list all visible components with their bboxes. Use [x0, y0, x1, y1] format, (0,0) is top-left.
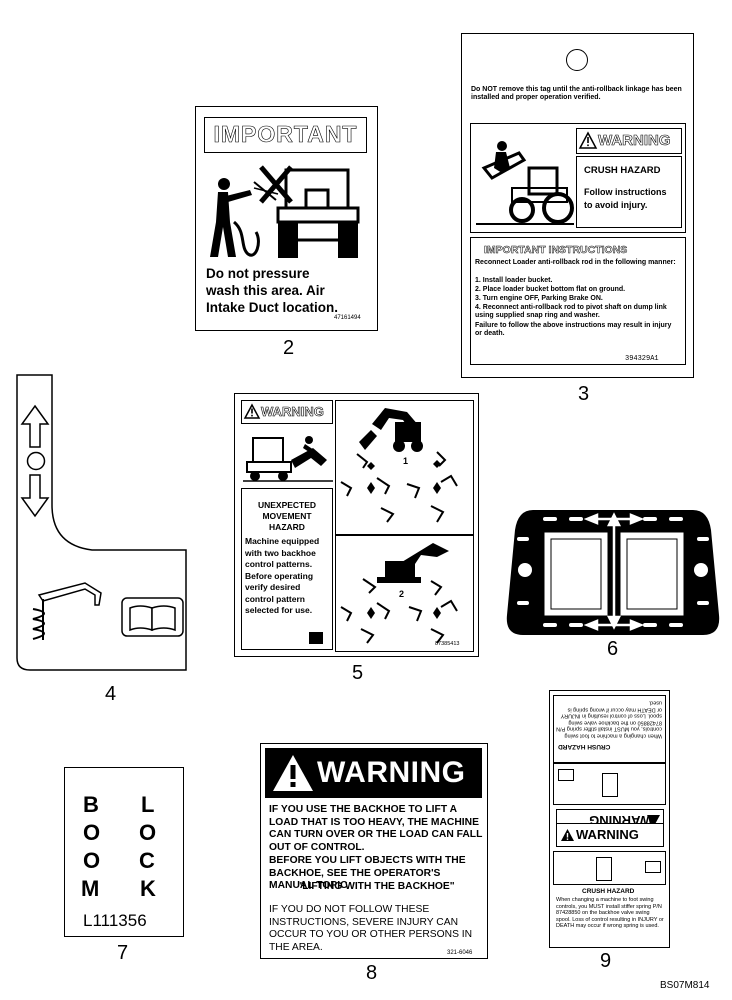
warning-triangle-icon	[578, 131, 598, 149]
callout-8: 8	[366, 962, 378, 984]
decal-5-hazard-title: UNEXPECTED MOVEMENT HAZARD	[257, 500, 317, 532]
decal-8-p3: "LIFTING WITH THE BACKHOE"	[297, 881, 455, 892]
decal-3-follow: Follow instructions to avoid injury.	[584, 187, 667, 210]
callout-7: 7	[117, 942, 129, 964]
decal-2-part-no: 47161494	[334, 315, 361, 321]
decal-8-part-no: 321-6046	[447, 950, 473, 956]
decal-2-body: Do not pressure wash this area. Air Inta…	[206, 266, 339, 315]
decal-8-p4: IF YOU DO NOT FOLLOW THESE INSTRUCTIONS,…	[269, 904, 473, 953]
decal-5-hazard-body: Machine equipped with two backhoe contro…	[245, 536, 320, 615]
decal-3: Do NOT remove this tag until the anti-ro…	[461, 33, 694, 378]
decal-3-warning-panel	[470, 123, 686, 233]
decal-3-instr-line-5: Failure to follow the above instructions…	[475, 322, 672, 337]
decal-6	[506, 510, 720, 635]
decal-3-top-text: Do NOT remove this tag until the anti-ro…	[471, 86, 682, 101]
decal-5-pattern-2-panel	[335, 535, 474, 652]
decal-9-icon-panel-bottom	[553, 851, 666, 885]
decal-9-warning: WARNING	[576, 827, 639, 842]
manual-book-icon	[121, 597, 184, 637]
callout-4: 4	[105, 683, 117, 705]
svg-text:2: 2	[399, 589, 404, 599]
decal-9: When changing a machine to foot swing co…	[549, 690, 670, 948]
decal-3-warning-box	[576, 128, 682, 154]
warning-triangle-icon	[243, 403, 261, 419]
crush-spring-icon	[602, 773, 618, 797]
decal-8: WARNING IF YOU USE THE BACKHOE TO LIFT A…	[260, 743, 488, 959]
decal-5-warning-box	[241, 400, 333, 424]
decal-2: IMPORTANT Do not pressure wash this area…	[195, 106, 378, 331]
decal-8-p1: IF YOU USE THE BACKHOE TO LIFT A LOAD TH…	[269, 804, 483, 853]
callout-3: 3	[578, 383, 590, 405]
decal-3-crush: CRUSH HAZARD	[584, 165, 661, 176]
decal-3-crush-box	[576, 156, 682, 228]
warning-triangle-icon	[647, 815, 660, 827]
down-arrow-icon	[20, 474, 50, 518]
decal-3-instr-line-2: 2. Place loader bucket bottom flat on gr…	[475, 286, 626, 293]
decal-9-body: When changing a machine to foot swing co…	[556, 897, 664, 930]
neutral-circle-icon	[26, 451, 46, 471]
decal-7-col2-0: L	[141, 792, 155, 817]
decal-3-instr-line-3: 3. Turn engine OFF, Parking Brake ON.	[475, 295, 603, 302]
manual-book-icon	[645, 861, 661, 873]
decal-9-crush-inverted: CRUSH HAZARD	[558, 743, 611, 750]
decal-9-icon-panel-top	[553, 763, 666, 805]
decal-8-warning: WARNING	[317, 756, 466, 789]
decal-7-part-no: L111356	[83, 911, 147, 930]
decal-5-hazard-box	[241, 488, 333, 650]
decal-9-top-panel	[553, 695, 666, 763]
pressure-washer-icon	[210, 165, 360, 258]
decal-5: WARNING UNEXPECTED MOVEMENT HAZARD Machi…	[234, 393, 479, 657]
figure-code: BS07M814	[660, 980, 710, 991]
decal-2-header: IMPORTANT	[213, 121, 358, 148]
decal-2-header-box	[204, 117, 367, 153]
decal-7-col1-0: B	[83, 792, 99, 817]
svg-text:1: 1	[403, 456, 408, 466]
decal-5-part-no: 87385413	[435, 641, 460, 647]
decal-3-instr-line-4: 4. Reconnect anti-rollback rod to pivot …	[475, 304, 667, 319]
decal-7-col2-2: C	[139, 848, 155, 873]
decal-9-crush: CRUSH HAZARD	[582, 888, 635, 895]
decal-7-col2-3: K	[140, 876, 156, 901]
manual-book-icon	[558, 769, 574, 781]
decal-7-col1-2: O	[83, 848, 101, 873]
decal-9-body-inverted: When changing a machine to foot swing co…	[556, 699, 662, 739]
backhoe-pattern-2-icon: 2	[340, 543, 458, 644]
decal-7: B O O M L O C K L111356	[64, 767, 184, 937]
loader-tractor-icon	[476, 141, 574, 225]
warning-triangle-icon	[273, 755, 313, 791]
decal-7-col1-1: O	[83, 820, 101, 845]
decal-3-instructions-panel	[470, 237, 686, 365]
decal-3-instr-line-1: 1. Install loader bucket.	[475, 277, 553, 284]
decal-3-instr-title: IMPORTANT INSTRUCTIONS	[484, 244, 628, 257]
auger-boom-icon	[32, 582, 102, 640]
decal-7-col2-1: O	[139, 820, 157, 845]
decal-5-manual-icon	[309, 632, 323, 644]
callout-2: 2	[283, 337, 295, 359]
decal-3-warning: WARNING	[598, 132, 671, 150]
decal-5-warning: WARNING	[261, 404, 324, 420]
decal-8-p2: BEFORE YOU LIFT OBJECTS WITH THE BACKHOE…	[269, 855, 466, 891]
decal-9-warning-box	[556, 823, 664, 847]
decal-7-col1-3: M	[81, 876, 100, 901]
backhoe-pattern-1-icon: 1	[340, 408, 458, 523]
callout-9: 9	[600, 950, 612, 972]
crush-spring-icon	[596, 857, 612, 881]
callout-6: 6	[607, 638, 619, 660]
decal-5-pattern-1-panel	[335, 400, 474, 535]
up-arrow-icon	[20, 404, 50, 448]
callout-5: 5	[352, 662, 364, 684]
warning-triangle-icon	[561, 829, 574, 841]
decal-3-instr-line-0: Reconnect Loader anti-rollback rod in th…	[475, 259, 676, 266]
decal-3-part-no: 394329A1	[625, 355, 659, 363]
operator-backhoe-icon	[243, 436, 333, 482]
decal-3-hole	[566, 49, 588, 71]
